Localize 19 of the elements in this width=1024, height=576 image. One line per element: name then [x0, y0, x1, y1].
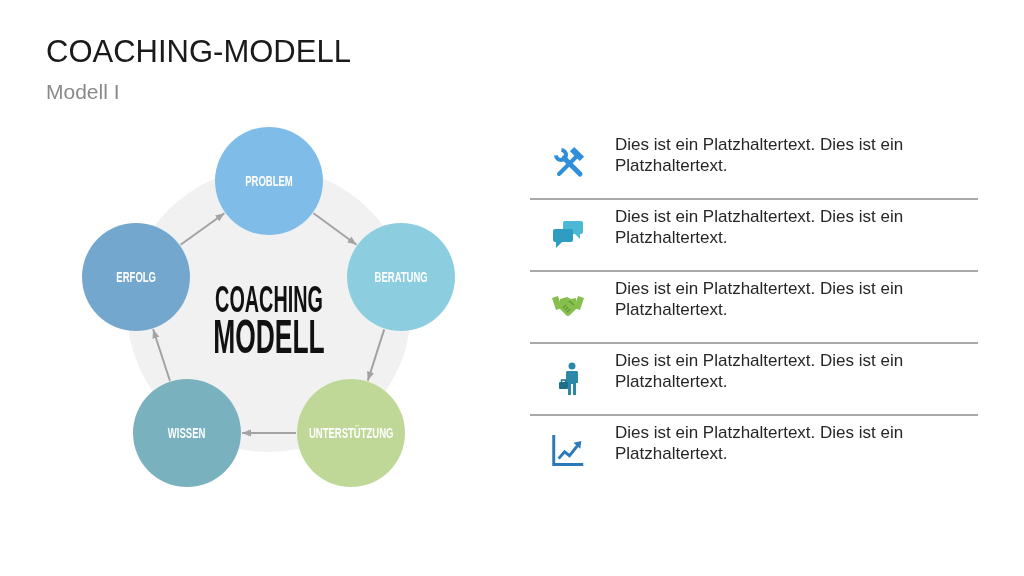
description-text: Dies ist ein Platzhaltertext. Dies ist ein Platzhaltertext. [615, 206, 905, 248]
step-label: BERATUNG [374, 269, 428, 285]
step-label: PROBLEM [245, 173, 293, 189]
arrow [152, 328, 171, 382]
step-label: ERFOLG [116, 269, 156, 285]
description-text: Dies ist ein Platzhaltertext. Dies ist ein Platzhaltertext. [615, 422, 905, 464]
description-text: Dies ist ein Platzhaltertext. Dies ist ein Platzhaltertext. [615, 134, 905, 176]
arrow [179, 212, 226, 246]
description-text: Dies ist ein Platzhaltertext. Dies ist ein Platzhaltertext. [615, 350, 905, 392]
description-text: Dies ist ein Platzhaltertext. Dies ist ein Platzhaltertext. [615, 278, 905, 320]
arrow [241, 429, 297, 437]
arrow [366, 328, 386, 382]
step-label: UNTERSTÜTZUNG [308, 425, 394, 441]
center-title: MODELL [213, 315, 325, 359]
subtitle: Modell I [46, 79, 120, 105]
step-label: WISSEN [168, 425, 206, 441]
arrow [312, 212, 358, 246]
slide-title: COACHING-MODELL [46, 33, 351, 71]
center-title: COACHING [215, 283, 323, 317]
